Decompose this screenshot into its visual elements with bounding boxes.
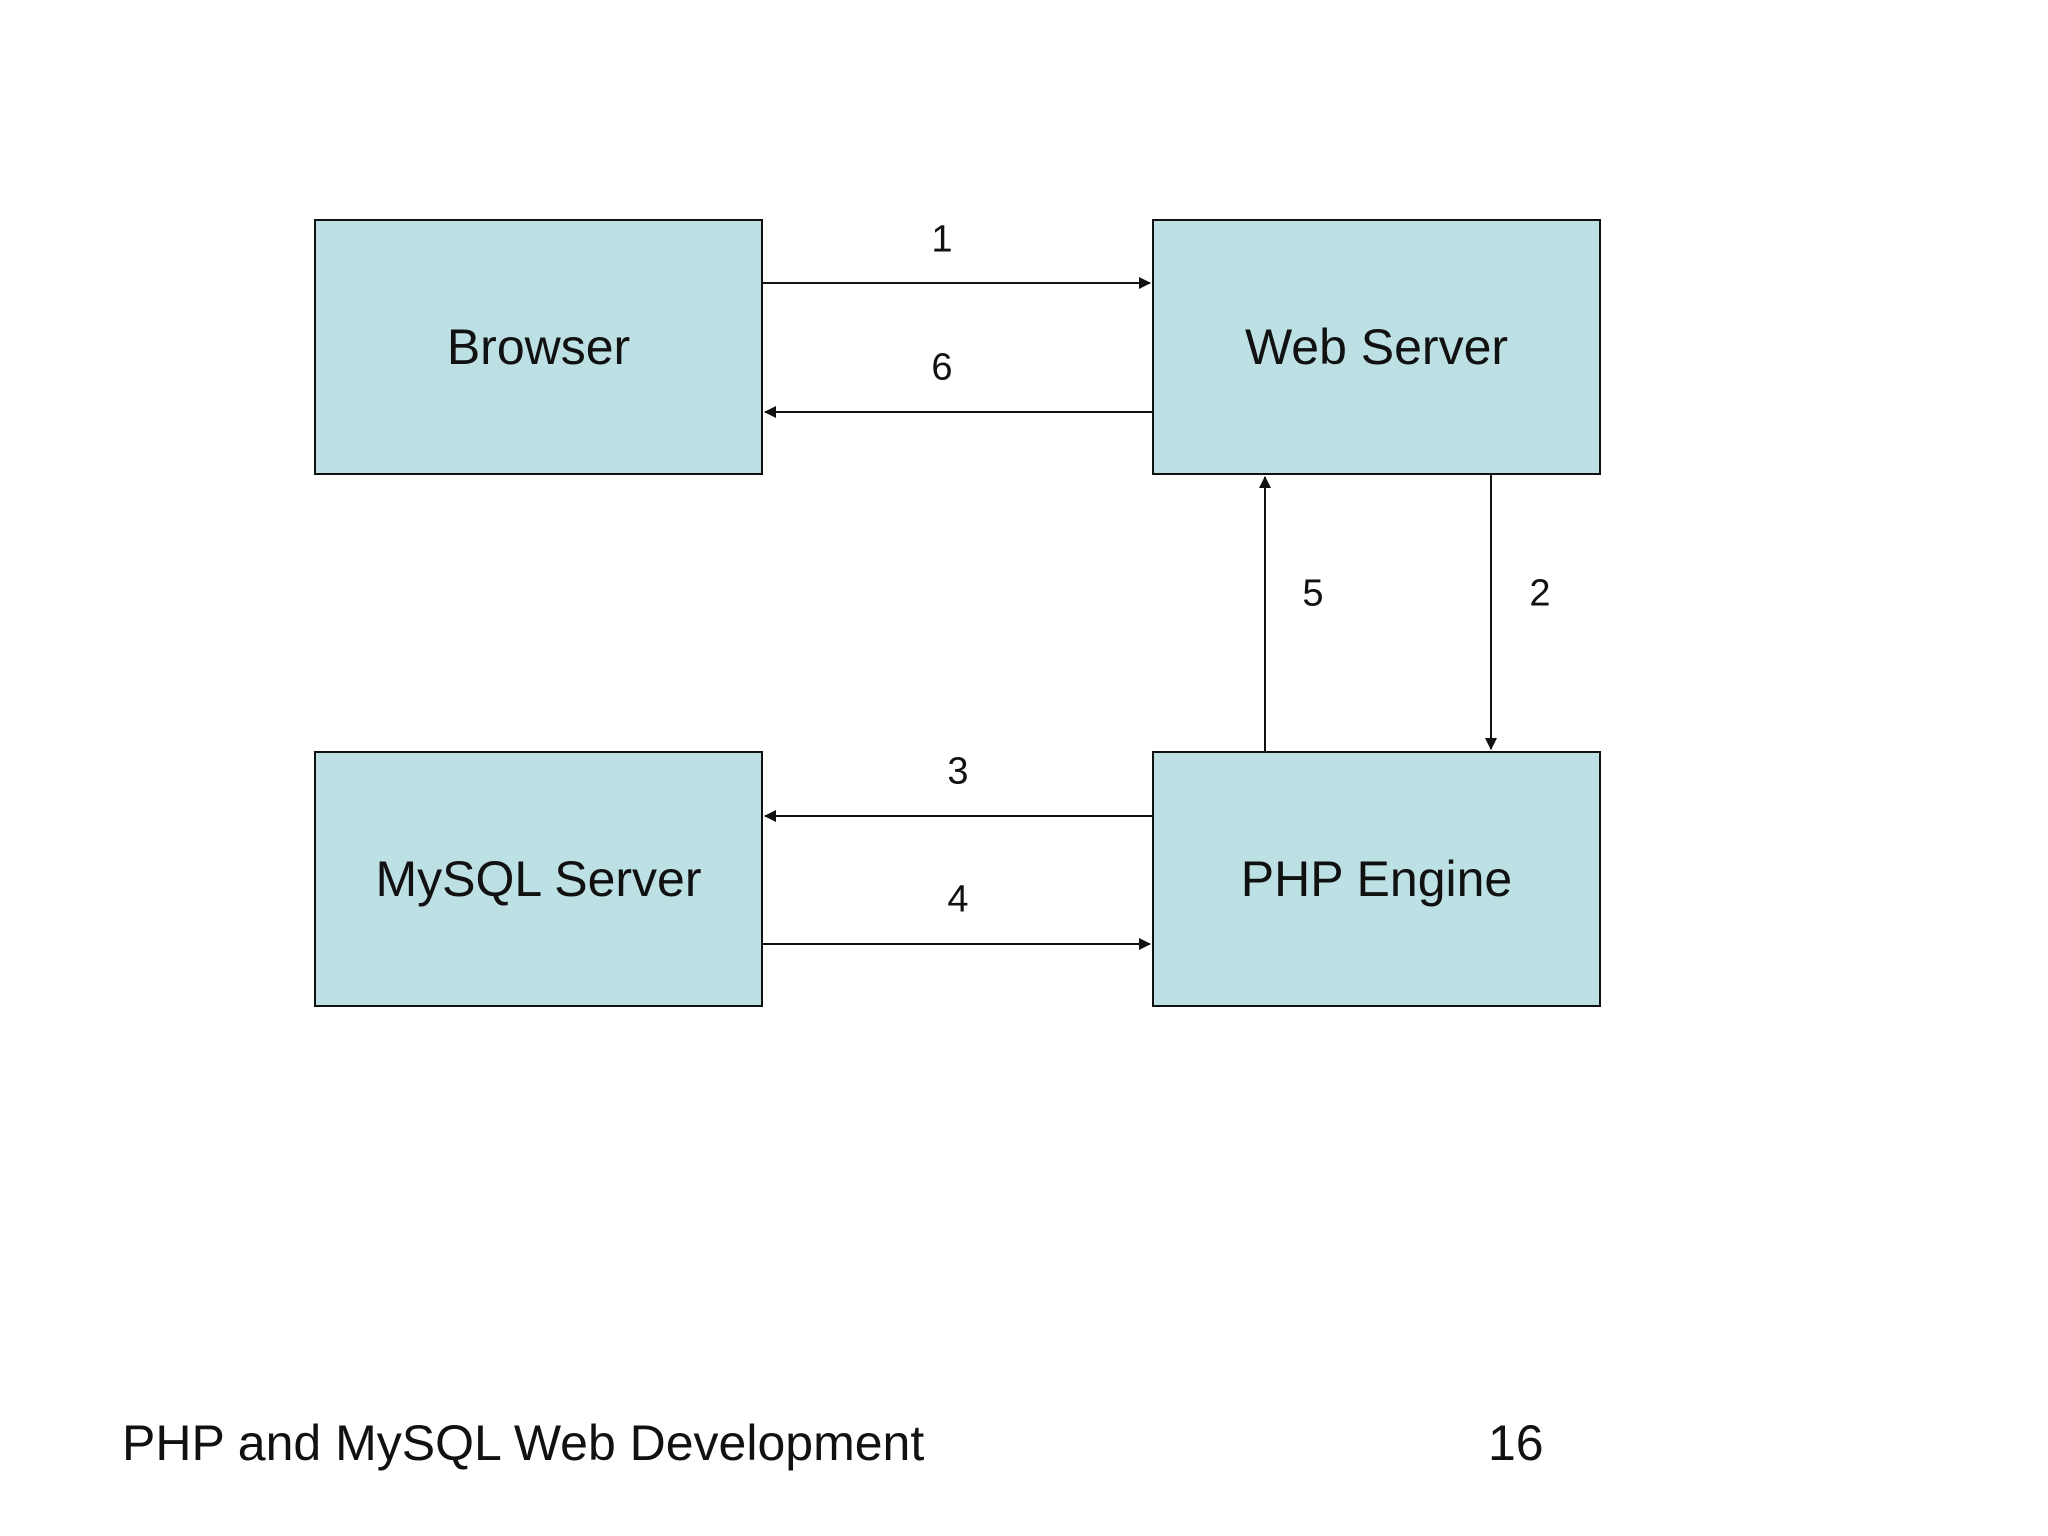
mysql-server-label: MySQL Server bbox=[375, 851, 702, 907]
mysql-server-node: MySQL Server bbox=[314, 751, 763, 1007]
php-engine-label: PHP Engine bbox=[1240, 851, 1513, 907]
browser-label: Browser bbox=[446, 319, 631, 375]
edge-label-1: 1 bbox=[931, 218, 953, 261]
php-engine-node: PHP Engine bbox=[1152, 751, 1601, 1007]
page-number: 16 bbox=[1488, 1415, 1544, 1471]
edge-label-6: 6 bbox=[931, 346, 953, 389]
edge-label-3: 3 bbox=[947, 750, 969, 793]
footer-title: PHP and MySQL Web Development bbox=[122, 1415, 925, 1471]
web-server-node: Web Server bbox=[1152, 219, 1601, 475]
web-server-label: Web Server bbox=[1244, 319, 1509, 375]
edge-label-2: 2 bbox=[1529, 572, 1551, 615]
edge-label-5: 5 bbox=[1302, 572, 1324, 615]
edge-label-4: 4 bbox=[947, 878, 969, 921]
browser-node: Browser bbox=[314, 219, 763, 475]
